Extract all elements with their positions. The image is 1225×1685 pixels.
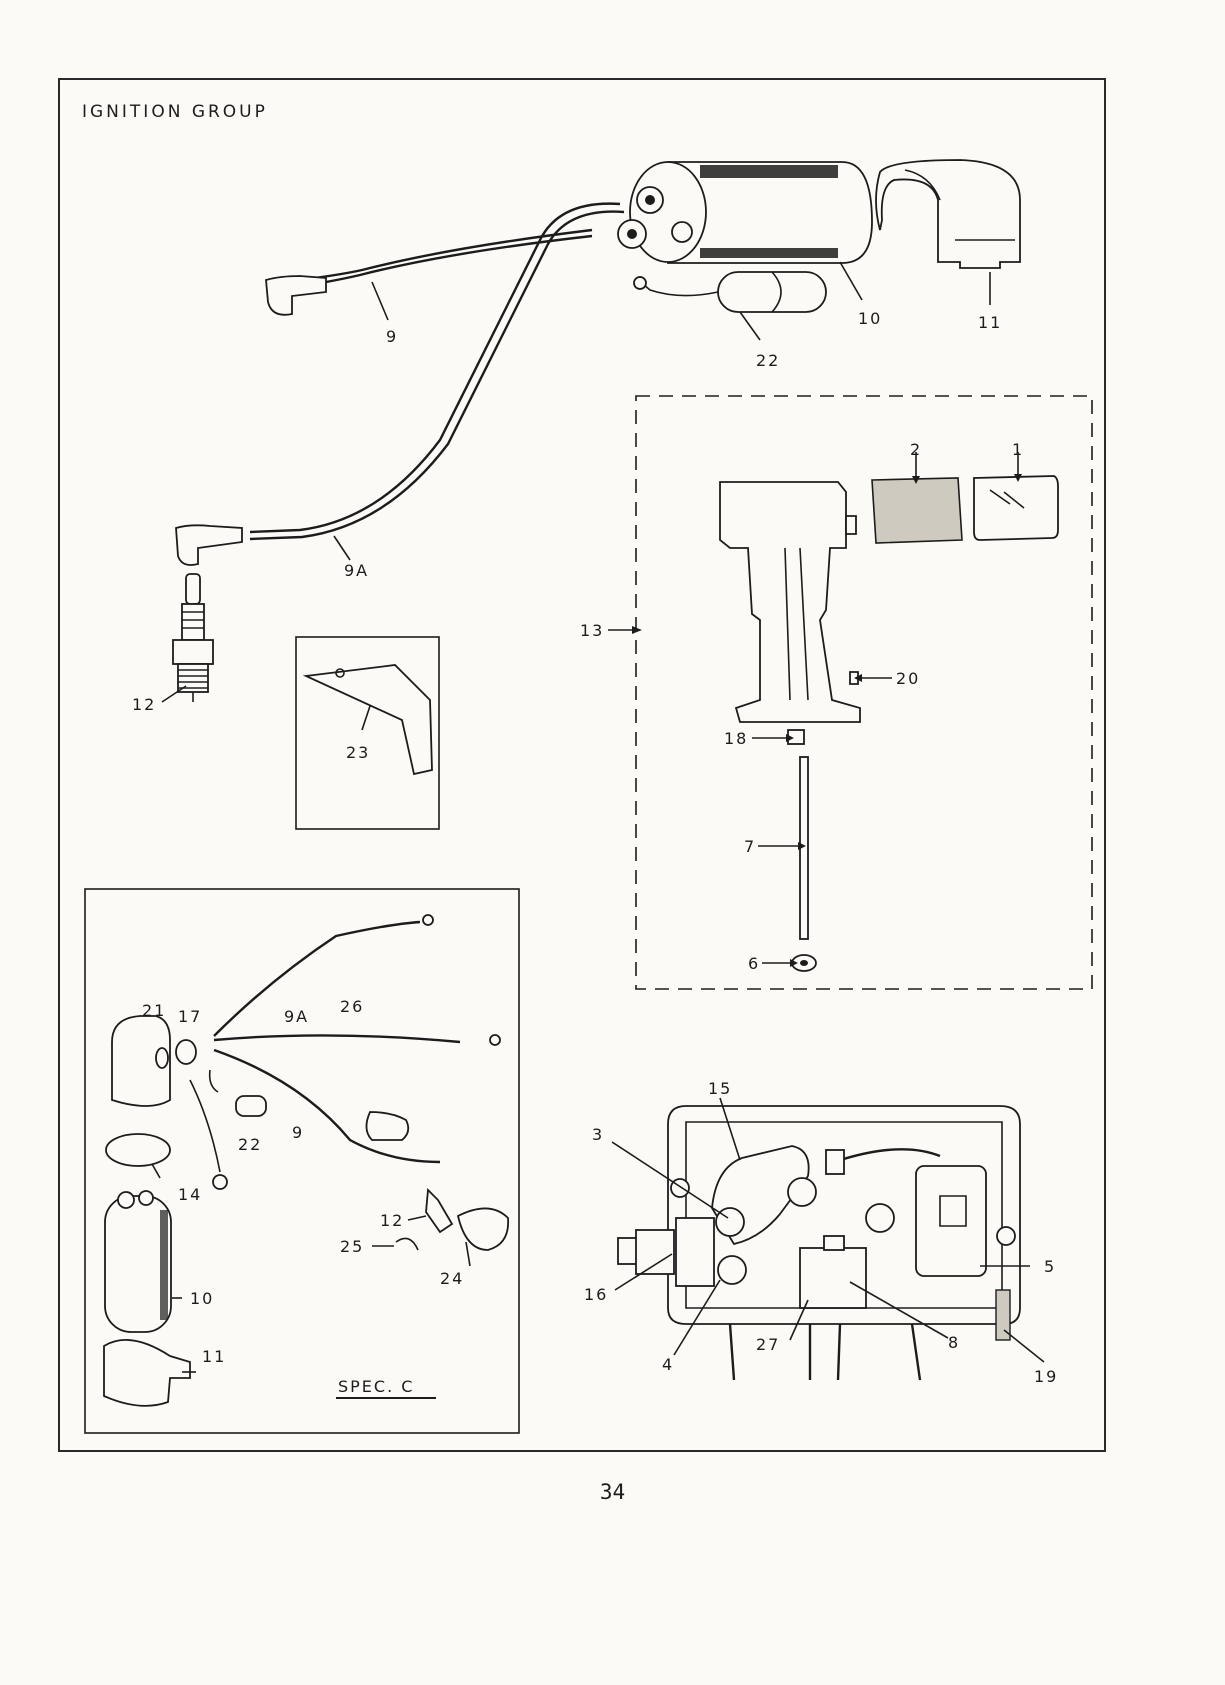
- bracket-23-box: [296, 637, 439, 829]
- callout-16: 16: [584, 1285, 608, 1304]
- distributor-housing-group: [636, 396, 1092, 989]
- callout-7: 7: [744, 837, 756, 856]
- spec-callout-11: 11: [202, 1347, 226, 1366]
- spec-callout-14: 14: [178, 1185, 202, 1204]
- callout-19: 19: [1034, 1367, 1058, 1386]
- condenser: [634, 272, 826, 312]
- spec-callout-25: 25: [340, 1237, 364, 1256]
- page-number: 34: [0, 1480, 1225, 1504]
- callout-12: 12: [132, 695, 156, 714]
- spec-callout-12: 12: [380, 1211, 404, 1230]
- spec-callout-22: 22: [238, 1135, 262, 1154]
- callout-23: 23: [346, 743, 370, 762]
- spec-callout-9a: 9A: [284, 1007, 309, 1026]
- callout-10: 10: [858, 309, 882, 328]
- spec-c-label: SPEC. C: [338, 1377, 414, 1396]
- callout-2: 2: [910, 440, 922, 459]
- spec-callout-9: 9: [292, 1123, 304, 1142]
- spark-plug: [173, 574, 213, 702]
- callout-3: 3: [592, 1125, 604, 1144]
- spec-callout-21: 21: [142, 1001, 166, 1020]
- callout-9a: 9A: [344, 561, 369, 580]
- callout-15: 15: [708, 1079, 732, 1098]
- callout-18: 18: [724, 729, 748, 748]
- callout-27: 27: [756, 1335, 780, 1354]
- callout-8: 8: [948, 1333, 960, 1352]
- callout-22: 22: [756, 351, 780, 370]
- spec-callout-24: 24: [440, 1269, 464, 1288]
- callout-9: 9: [386, 327, 398, 346]
- spec-callout-10: 10: [190, 1289, 214, 1308]
- callout-4: 4: [662, 1355, 674, 1374]
- callout-13: 13: [580, 621, 604, 640]
- spec-c-inset: [85, 889, 519, 1433]
- ignition-coil: [618, 162, 872, 263]
- callout-5: 5: [1044, 1257, 1056, 1276]
- high-tension-leads: [176, 204, 624, 565]
- callout-6: 6: [748, 954, 760, 973]
- callout-1: 1: [1012, 440, 1024, 459]
- coil-bracket: [876, 160, 1020, 268]
- callout-20: 20: [896, 669, 920, 688]
- spec-callout-26: 26: [340, 997, 364, 1016]
- spec-callout-17: 17: [178, 1007, 202, 1026]
- callout-11: 11: [978, 313, 1002, 332]
